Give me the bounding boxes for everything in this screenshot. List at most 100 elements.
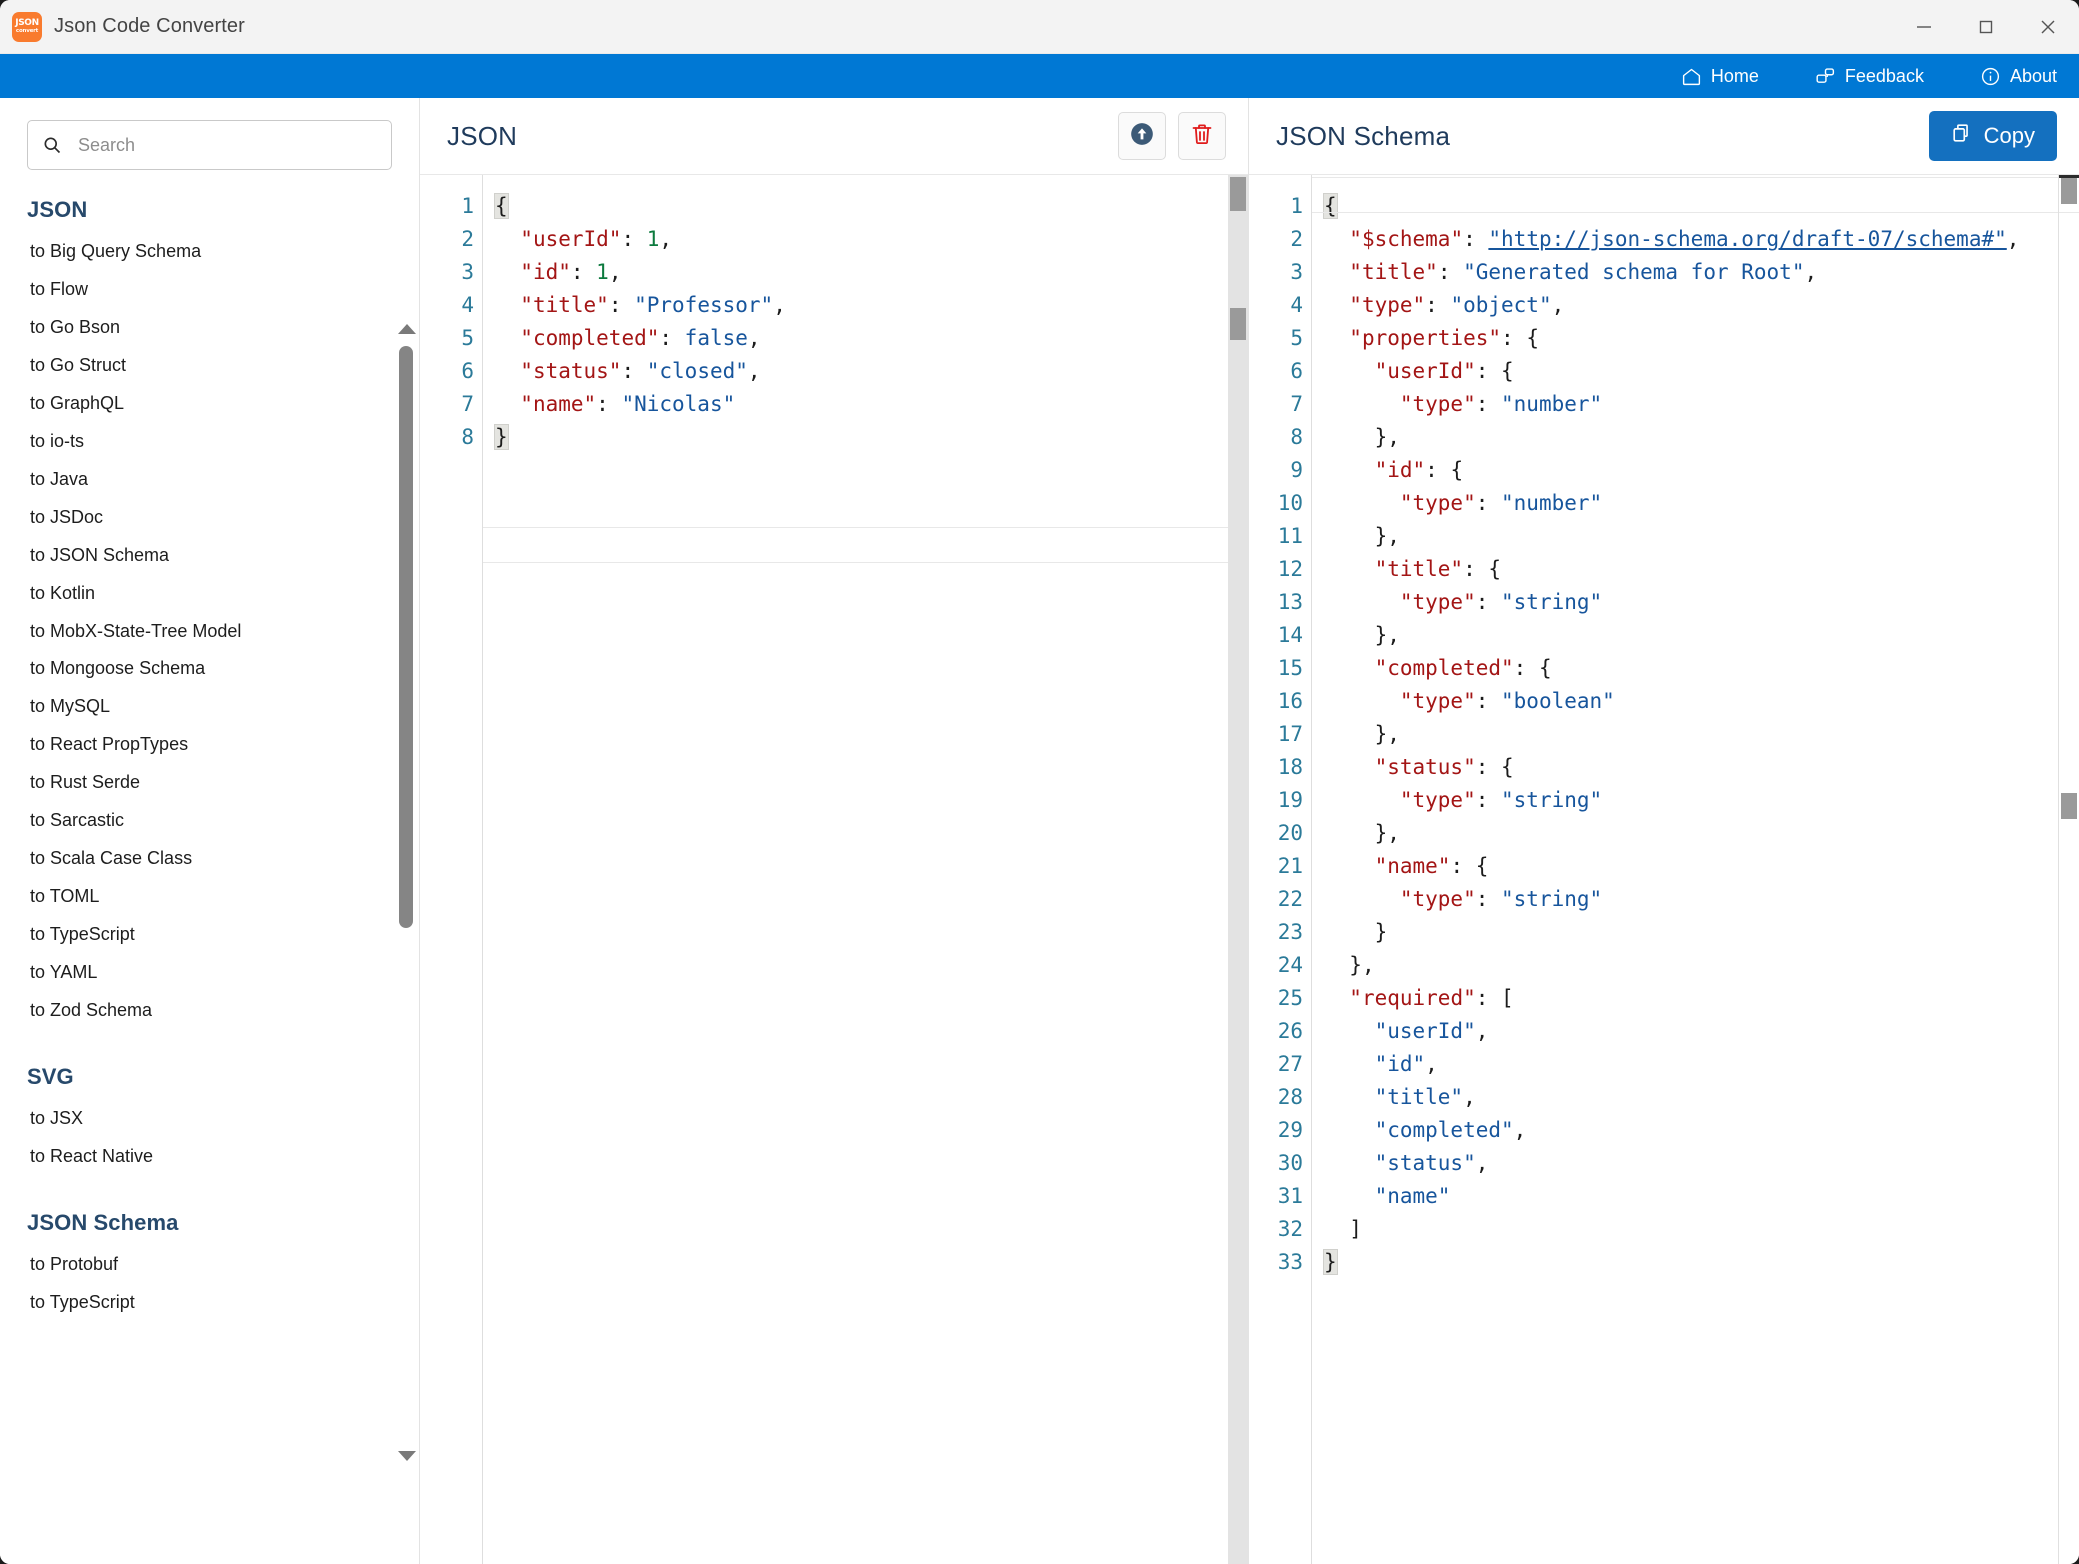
schema-code-line[interactable]: }, [1349, 953, 1375, 977]
sidebar-item-to-io-ts[interactable]: to io-ts [30, 430, 85, 451]
schema-line-number: 18 [1277, 755, 1303, 779]
maximize-button[interactable] [1955, 0, 2017, 53]
sidebar-item-to-zod-schema[interactable]: to Zod Schema [30, 1000, 153, 1021]
sidebar-item-to-mobx-state-tree-model[interactable]: to MobX-State-Tree Model [30, 620, 242, 641]
nav-item-home[interactable]: Home [1681, 66, 1759, 87]
schema-code-line[interactable]: "completed", [1374, 1118, 1527, 1142]
sidebar-item-to-scala-case-class[interactable]: to Scala Case Class [30, 848, 193, 869]
schema-code-line[interactable]: "type": "boolean" [1399, 689, 1615, 713]
schema-vertical-scrollbar[interactable] [2059, 175, 2079, 1564]
schema-code-line[interactable]: "type": "number" [1399, 491, 1603, 515]
schema-code-line[interactable]: "properties": { [1349, 326, 1539, 350]
schema-code-line[interactable]: "userId", [1374, 1019, 1489, 1043]
sidebar-item-to-go-bson[interactable]: to Go Bson [30, 316, 121, 337]
schema-code-line[interactable]: } [1323, 1249, 1338, 1275]
json-code-line[interactable]: "id": 1, [520, 260, 622, 284]
sidebar-item-to-typescript[interactable]: to TypeScript [30, 1291, 135, 1312]
sidebar-item-to-toml[interactable]: to TOML [30, 886, 100, 907]
json-code-line[interactable]: "status": "closed", [520, 359, 761, 383]
sidebar-item-to-rust-serde[interactable]: to Rust Serde [30, 772, 141, 793]
schema-code-line[interactable]: "id", [1374, 1052, 1438, 1076]
schema-code-line[interactable]: "type": "object", [1349, 293, 1565, 317]
clear-button[interactable] [1178, 112, 1226, 160]
schema-code-line[interactable]: "type": "string" [1399, 788, 1603, 812]
sidebar-item-to-json-schema[interactable]: to JSON Schema [30, 544, 170, 565]
schema-code-line[interactable]: }, [1374, 821, 1400, 845]
schema-code-line[interactable]: "type": "string" [1399, 887, 1603, 911]
schema-code-line[interactable]: "type": "string" [1399, 590, 1603, 614]
json-input-panel: JSON [420, 98, 1249, 1564]
schema-code-line[interactable]: }, [1374, 722, 1400, 746]
copy-button[interactable]: Copy [1928, 111, 2057, 161]
sidebar-item-to-kotlin[interactable]: to Kotlin [30, 582, 96, 603]
nav-item-about[interactable]: About [1980, 66, 2057, 87]
json-code-line[interactable]: "completed": false, [520, 326, 761, 350]
schema-code-line[interactable]: "status", [1374, 1151, 1489, 1175]
json-line-number: 3 [461, 260, 474, 284]
sidebar-item-to-react-native[interactable]: to React Native [30, 1145, 154, 1166]
json-code-area[interactable]: { "userId": 1, "id": 1, "title": "Profes… [482, 175, 1248, 1564]
schema-code-line[interactable]: "name" [1374, 1184, 1451, 1208]
json-line-number: 1 [461, 194, 474, 218]
minimize-button[interactable] [1893, 0, 1955, 53]
schema-code-line[interactable]: "status": { [1374, 755, 1514, 779]
nav-item-feedback[interactable]: Feedback [1815, 66, 1924, 87]
schema-code-line[interactable]: "type": "number" [1399, 392, 1603, 416]
sidebar-item-to-sarcastic[interactable]: to Sarcastic [30, 810, 125, 831]
sidebar-item-to-big-query-schema[interactable]: to Big Query Schema [30, 241, 202, 261]
schema-code-line[interactable]: "id": { [1374, 458, 1464, 482]
schema-code-line[interactable]: { [1323, 193, 1338, 219]
json-code-line[interactable]: "userId": 1, [520, 227, 673, 251]
schema-code-area[interactable]: { "$schema": "http://json-schema.org/dra… [1311, 175, 2079, 1564]
close-button[interactable] [2017, 0, 2079, 53]
schema-code-line[interactable]: ] [1349, 1217, 1362, 1241]
sidebar-item-to-react-proptypes[interactable]: to React PropTypes [30, 734, 189, 755]
sidebar-item-to-yaml[interactable]: to YAML [30, 962, 98, 983]
search-input[interactable] [76, 133, 377, 157]
schema-code-line[interactable]: "title": { [1374, 557, 1502, 581]
schema-code-line[interactable]: "completed": { [1374, 656, 1552, 680]
schema-line-number: 28 [1277, 1085, 1303, 1109]
search-box[interactable] [27, 120, 392, 170]
sidebar-item-to-typescript[interactable]: to TypeScript [30, 924, 135, 945]
schema-code-line[interactable]: "required": [ [1349, 986, 1514, 1010]
schema-code-line[interactable]: "userId": { [1374, 359, 1514, 383]
schema-code-line[interactable]: "title", [1374, 1085, 1476, 1109]
sidebar-item-to-java[interactable]: to Java [30, 468, 89, 489]
window-title: Json Code Converter [54, 15, 245, 37]
sidebar-item-to-mongoose-schema[interactable]: to Mongoose Schema [30, 658, 206, 679]
schema-line-number: 9 [1290, 458, 1303, 482]
sidebar-item-to-protobuf[interactable]: to Protobuf [30, 1253, 119, 1274]
sidebar-item-to-jsx[interactable]: to JSX [30, 1108, 84, 1129]
sidebar-item-to-graphql[interactable]: to GraphQL [30, 392, 125, 413]
scroll-up-arrow-icon[interactable] [398, 324, 416, 334]
schema-code-line[interactable]: }, [1374, 425, 1400, 449]
json-code-line[interactable]: { [494, 193, 509, 219]
json-scroll-marker[interactable] [1230, 308, 1246, 340]
json-scroll-marker-top[interactable] [1230, 177, 1246, 211]
scroll-down-arrow-icon[interactable] [398, 1451, 416, 1461]
schema-scroll-marker-top[interactable] [2061, 178, 2077, 204]
schema-scroll-marker[interactable] [2061, 793, 2077, 819]
json-code-line[interactable]: "title": "Professor", [520, 293, 786, 317]
sidebar-item-to-go-struct[interactable]: to Go Struct [30, 354, 127, 375]
schema-code-line[interactable]: "name": { [1374, 854, 1489, 878]
schema-line-number: 16 [1277, 689, 1303, 713]
schema-code-line[interactable]: }, [1374, 524, 1400, 548]
schema-code-line[interactable]: } [1374, 920, 1388, 944]
sidebar-scrollbar[interactable] [397, 298, 416, 1564]
sidebar-item-to-flow[interactable]: to Flow [30, 278, 89, 299]
schema-code-line[interactable]: }, [1374, 623, 1400, 647]
upload-button[interactable] [1118, 112, 1166, 160]
schema-code-line[interactable]: "$schema": "http://json-schema.org/draft… [1349, 227, 2020, 251]
json-code-line[interactable]: "name": "Nicolas" [520, 392, 736, 416]
sidebar-item-to-jsdoc[interactable]: to JSDoc [30, 506, 104, 527]
sidebar-item-to-mysql[interactable]: to MySQL [30, 696, 111, 717]
schema-code-line[interactable]: "title": "Generated schema for Root", [1349, 260, 1818, 284]
json-code-line[interactable]: } [494, 424, 509, 450]
sidebar-scrollbar-thumb[interactable] [399, 346, 413, 928]
json-vertical-scrollbar[interactable] [1228, 175, 1248, 1564]
